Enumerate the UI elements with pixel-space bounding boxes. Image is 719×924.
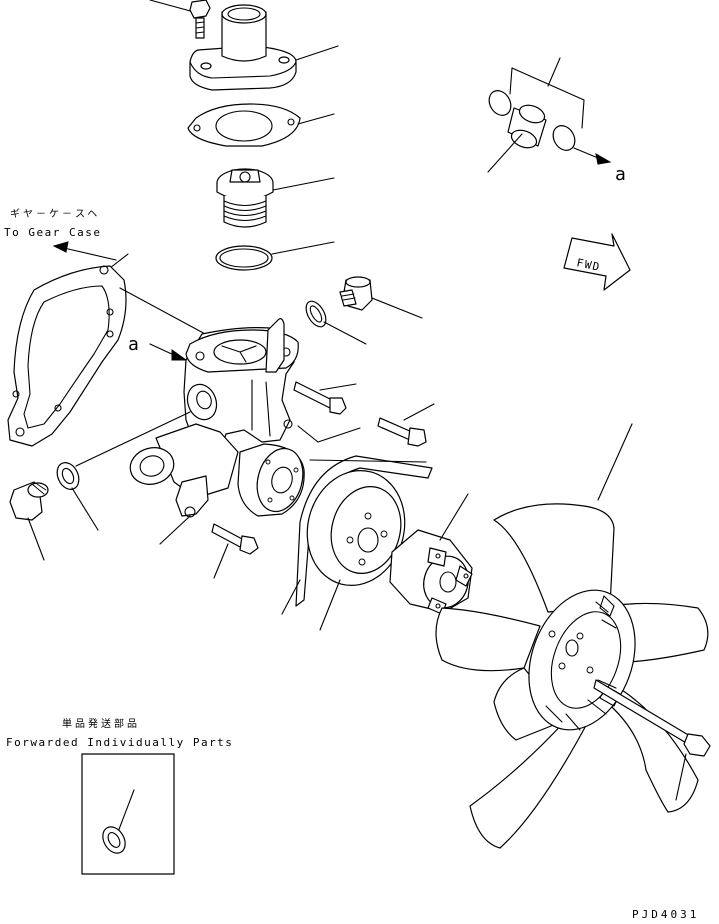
gear-case-en: To Gear Case [4,226,101,239]
cooling-fan [435,423,709,849]
thermostat [216,168,335,228]
marker-a-left-group: a [128,334,188,361]
mounting-bolt-upper [293,381,357,415]
mounting-bolt-middle [377,403,435,447]
gear-case-labels: ギヤ－ケ－スヘ To Gear Case [4,208,129,269]
lower-plug [9,411,191,561]
fwd-arrow: FWD [563,233,631,291]
mounting-bolt-lower [211,523,259,579]
marker-a-left: a [128,334,139,355]
forwarded-en: Forwarded Individually Parts [6,736,233,749]
forwarded-parts-box [81,753,175,875]
fan-bolt [593,679,711,801]
drawing-code: PJD4031 [632,908,699,921]
bypass-pipe-assembly: a [487,57,626,185]
marker-a-right: a [615,164,626,185]
gear-case-jp: ギヤ－ケ－スヘ [10,208,100,220]
fwd-label: FWD [575,256,602,274]
thermostat-o-ring [215,241,335,271]
water-pump-gasket [7,265,221,447]
thermostat-cover [189,4,339,91]
cover-gasket [187,103,335,147]
upper-plug [305,276,423,345]
water-pump-body [129,318,361,545]
forwarded-jp: 単品発送部品 [62,717,140,730]
cover-bolt [149,0,211,39]
pump-pulley [306,470,406,631]
forwarded-parts-section: 単品発送部品 Forwarded Individually Parts [6,717,233,875]
